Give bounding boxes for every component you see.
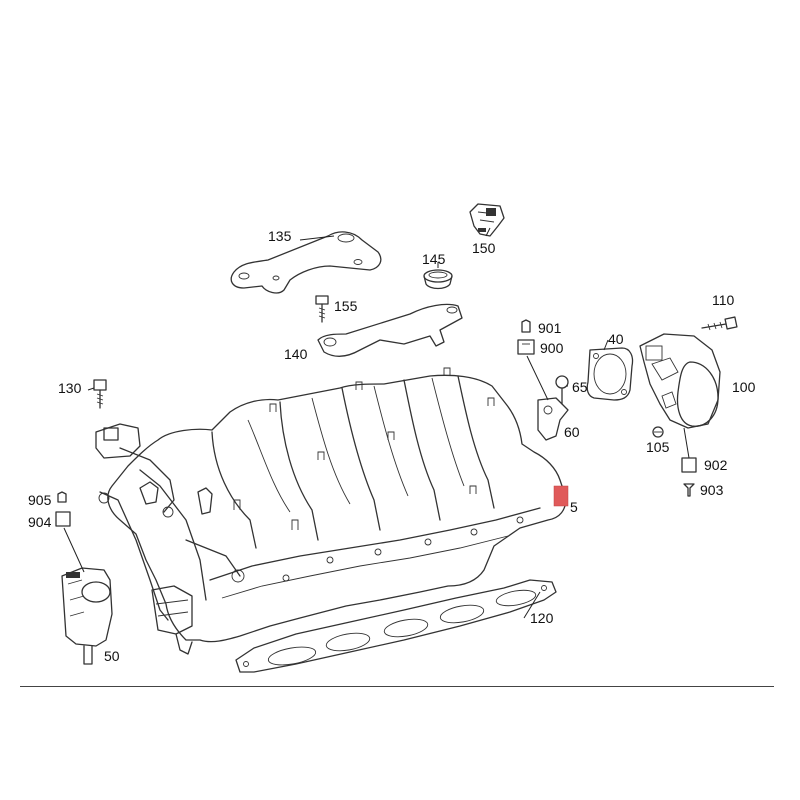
callout-150: 150 bbox=[472, 240, 496, 256]
connector-904[interactable] bbox=[55, 511, 71, 527]
callout-105: 105 bbox=[646, 439, 670, 455]
throttle-body-100[interactable] bbox=[639, 333, 721, 429]
leader-lines bbox=[63, 227, 690, 619]
intake-manifold-5[interactable] bbox=[95, 367, 569, 655]
callout-902: 902 bbox=[704, 457, 728, 473]
clip-901[interactable] bbox=[521, 319, 531, 333]
callout-5: 5 bbox=[570, 499, 578, 515]
valve-50[interactable] bbox=[61, 567, 113, 665]
bolt-155[interactable] bbox=[315, 295, 329, 323]
callout-65: 65 bbox=[572, 379, 588, 395]
sensor-60[interactable] bbox=[537, 397, 569, 441]
callout-110: 110 bbox=[712, 292, 735, 308]
callout-100: 100 bbox=[732, 379, 756, 395]
cap-145[interactable] bbox=[423, 269, 453, 290]
clip-905[interactable] bbox=[57, 491, 67, 503]
clip-105[interactable] bbox=[652, 426, 664, 438]
callout-130: 130 bbox=[58, 380, 82, 396]
gasket-40[interactable] bbox=[586, 347, 634, 401]
callout-60: 60 bbox=[564, 424, 580, 440]
bracket-135[interactable] bbox=[230, 231, 382, 294]
callout-900: 900 bbox=[540, 340, 564, 356]
callout-140: 140 bbox=[284, 346, 308, 362]
bracket-140[interactable] bbox=[317, 303, 463, 357]
clip-903[interactable] bbox=[683, 483, 695, 497]
callout-120: 120 bbox=[530, 610, 554, 626]
sensor-150[interactable] bbox=[469, 203, 505, 237]
callout-901: 901 bbox=[538, 320, 562, 336]
screw-65[interactable] bbox=[555, 375, 569, 405]
callout-905: 905 bbox=[28, 492, 52, 508]
callout-903: 903 bbox=[700, 482, 724, 498]
callout-135: 135 bbox=[268, 228, 292, 244]
connector-902[interactable] bbox=[681, 457, 697, 473]
footer-divider bbox=[20, 686, 774, 687]
bolt-130[interactable] bbox=[93, 379, 107, 409]
callout-labels: 135 145 150 155 140 130 901 900 40 65 60… bbox=[28, 228, 756, 664]
gasket-120[interactable] bbox=[235, 579, 557, 673]
callout-155: 155 bbox=[334, 298, 358, 314]
callout-50: 50 bbox=[104, 648, 120, 664]
callout-904: 904 bbox=[28, 514, 52, 530]
bolt-110[interactable] bbox=[701, 316, 738, 331]
callout-40: 40 bbox=[608, 331, 624, 347]
callout-145: 145 bbox=[422, 251, 446, 267]
connector-900[interactable] bbox=[517, 339, 535, 355]
